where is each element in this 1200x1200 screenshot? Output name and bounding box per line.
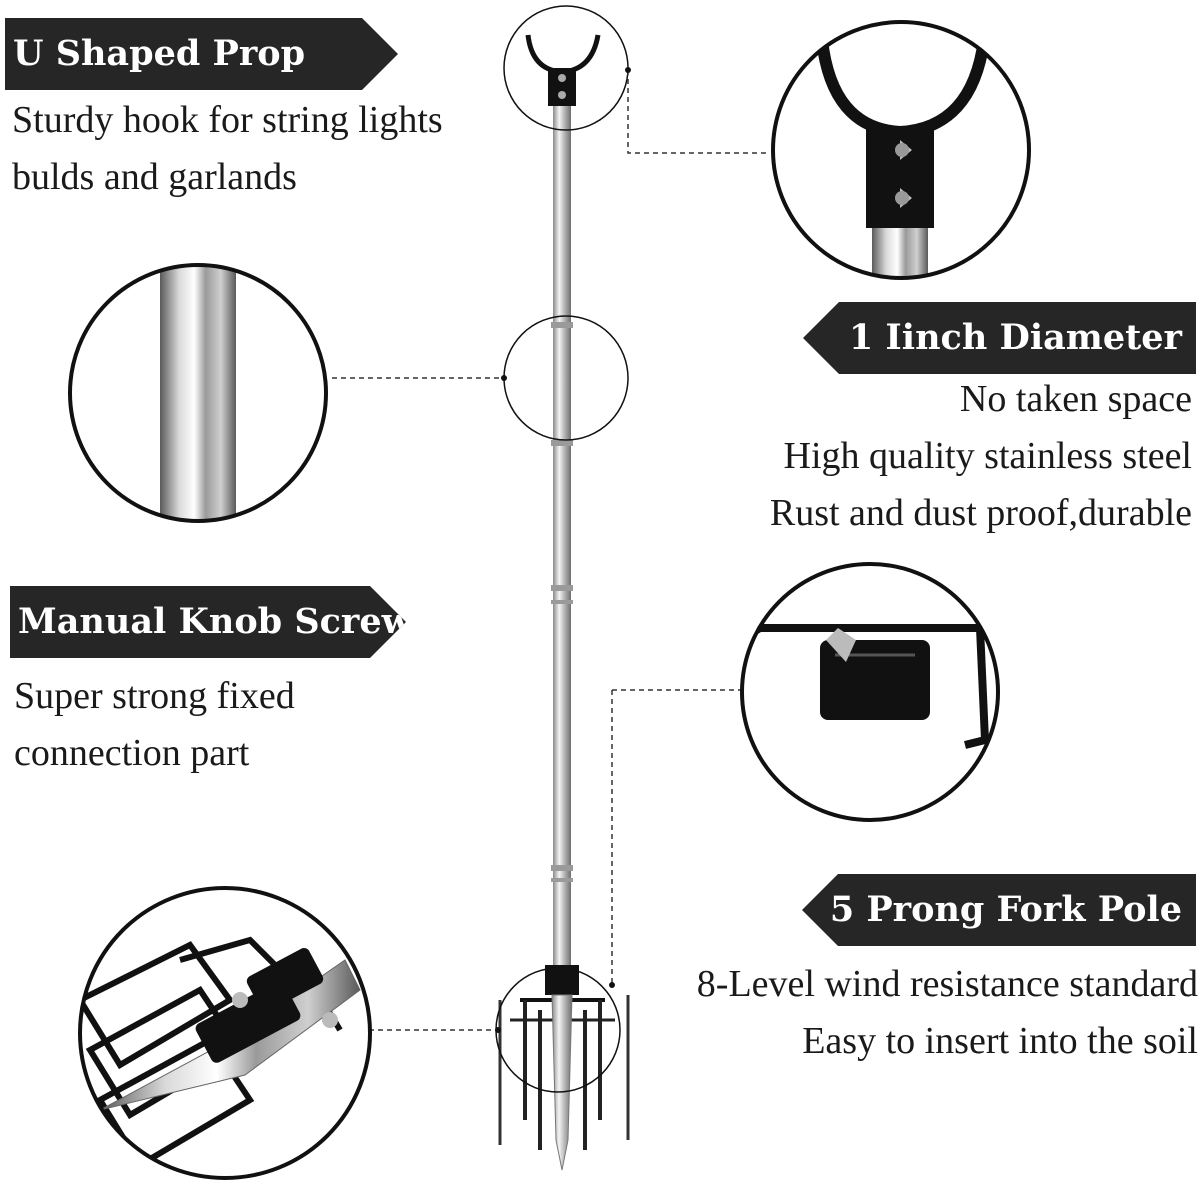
leader-lines (332, 70, 770, 1031)
fork-line-2: Easy to insert into the soil (802, 1020, 1198, 1062)
pole (498, 34, 630, 1171)
u-prop-line-2: bulds and garlands (12, 156, 297, 198)
fork-line-1: 8-Level wind resistance standard (696, 963, 1198, 1005)
zoom-fork (78, 886, 372, 1180)
diameter-line-3: Rust and dust proof,durable (769, 492, 1192, 534)
u-prop-description: Sturdy hook for string lights bulds and … (12, 92, 443, 206)
diameter-title: 1 Iinch Diameter (803, 302, 1196, 374)
fork-description: 8-Level wind resistance standard Easy to… (697, 956, 1198, 1070)
knob-description: Super strong fixed connection part (14, 668, 295, 782)
diameter-line-1: No taken space (959, 378, 1192, 420)
knob-line-1: Super strong fixed (14, 675, 295, 717)
knob-title: Manual Knob Screw (10, 586, 406, 658)
diameter-description: No taken space High quality stainless st… (770, 371, 1192, 542)
u-hook-icon (525, 34, 601, 75)
zoom-u-hook (771, 20, 1031, 280)
diameter-line-2: High quality stainless steel (783, 435, 1192, 477)
u-prop-title: U Shaped Prop (5, 18, 398, 90)
zoom-knob (740, 562, 1000, 822)
fork-title: 5 Prong Fork Pole (802, 874, 1196, 946)
knob-line-2: connection part (14, 732, 250, 774)
zoom-pole (68, 263, 328, 523)
u-prop-line-1: Sturdy hook for string lights (12, 99, 443, 141)
